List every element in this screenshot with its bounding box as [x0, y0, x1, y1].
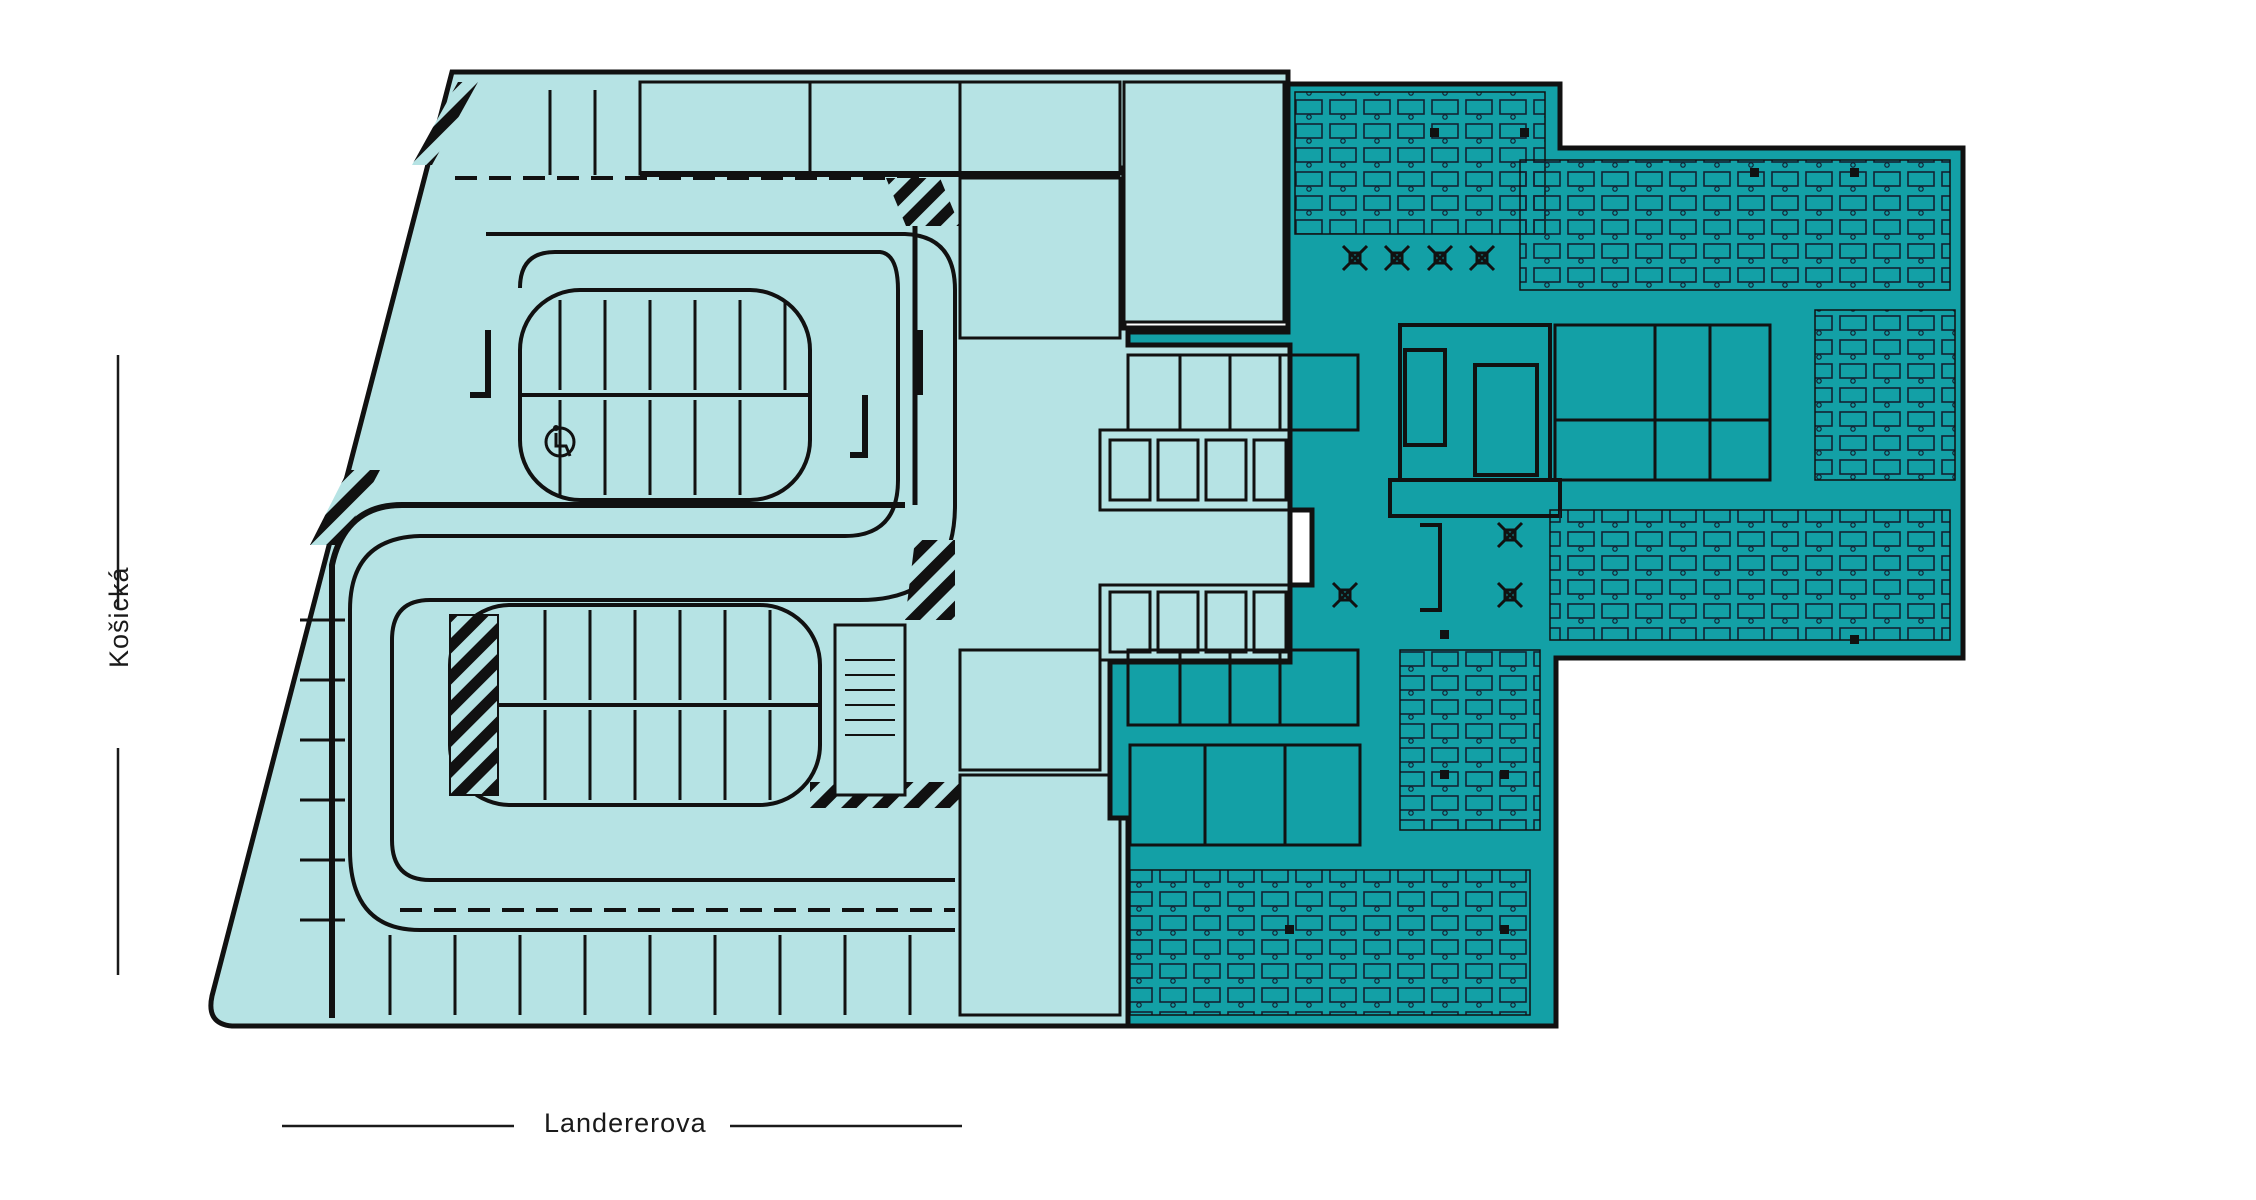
- office-zone: [1107, 81, 1966, 1029]
- hatched-ramp-left: [310, 470, 380, 545]
- street-label-kosicka: Košická: [104, 566, 134, 668]
- hatched-zone-island: [449, 614, 499, 796]
- drive-aisle-inner: [348, 250, 955, 932]
- parking-zone: [208, 69, 1293, 1029]
- meeting-rooms: [1126, 323, 1772, 847]
- parking-stalls: [300, 90, 912, 1015]
- stair-icon: [845, 659, 895, 736]
- lounge-chair-icons: [1331, 244, 1524, 609]
- ramp-outer-wall: [329, 502, 905, 1018]
- core-rooms: [833, 428, 1292, 1017]
- hatched-ramp-top-left: [412, 82, 478, 165]
- office-core: [1388, 323, 1562, 518]
- drive-aisle-loop: [390, 232, 957, 882]
- office-floor-outline: [1107, 81, 1966, 1029]
- desk-clusters: [1129, 91, 1956, 1016]
- hatched-ramp-top-right: [886, 178, 960, 226]
- accessible-parking-icon: [544, 425, 576, 458]
- structural-columns: [1285, 128, 1859, 934]
- turn-arrow-icons: [470, 330, 923, 458]
- hatched-ramp-right: [905, 540, 955, 620]
- street-label-landererova: Landererova: [544, 1108, 707, 1138]
- service-rooms-top: [638, 80, 1286, 340]
- reception-counter: [1420, 523, 1442, 612]
